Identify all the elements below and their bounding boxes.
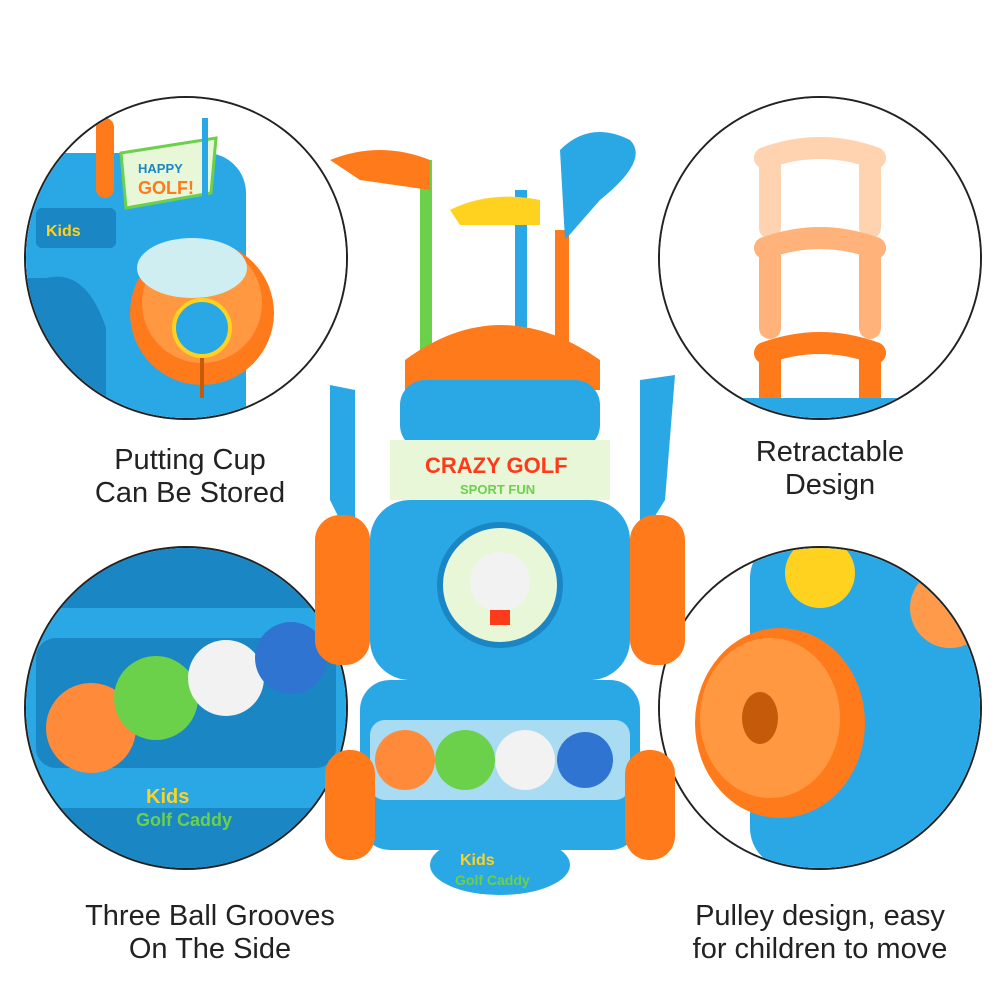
feature-caption-line: Design [784,469,876,501]
feature-caption-line: Can Be Stored [94,477,286,509]
golf-cart-product-image: CRAZY GOLF SPORT FUN Kids Golf Caddy [300,120,700,900]
detail-pulley-wheel-image [658,546,982,870]
caddy-label-golf: Golf Caddy [136,810,232,830]
base-label-kids: Kids [460,852,495,869]
ball-grooves-illustration: Kids Golf Caddy [26,548,346,868]
feature-caption-retractable: Retractable Design [680,436,980,502]
golf-cart-illustration: CRAZY GOLF SPORT FUN Kids Golf Caddy [315,132,685,895]
feature-caption-line: Three Ball Grooves [85,900,335,932]
detail-retractable-handle-image [658,96,982,420]
caddy-label-text: Kids [46,223,81,240]
feature-caption-line: Pulley design, easy [695,900,945,932]
detail-putting-cup-image: Kids HAPPY GOLF! [24,96,348,420]
feature-caption-ball-grooves: Three Ball Grooves On The Side [30,900,390,966]
banner-subtitle: SPORT FUN [460,482,535,497]
base-label-golf: Golf Caddy [455,872,530,888]
caddy-label-kids: Kids [146,786,189,808]
retractable-handle-illustration [660,98,980,418]
detail-ball-grooves-image: Kids Golf Caddy [24,546,348,870]
pulley-wheel-illustration [660,548,980,868]
feature-caption-pulley: Pulley design, easy for children to move [650,900,990,966]
feature-caption-line: On The Side [128,933,292,965]
feature-caption-line: Putting Cup [114,444,266,476]
feature-caption-putting-cup: Putting Cup Can Be Stored [40,444,340,510]
banner-title: CRAZY GOLF [425,453,568,478]
putting-cup-illustration: Kids HAPPY GOLF! [26,98,346,418]
flag-text-2: GOLF! [138,178,194,198]
flag-text-1: HAPPY [138,161,183,176]
feature-caption-line: for children to move [692,933,948,965]
feature-caption-line: Retractable [755,436,905,468]
